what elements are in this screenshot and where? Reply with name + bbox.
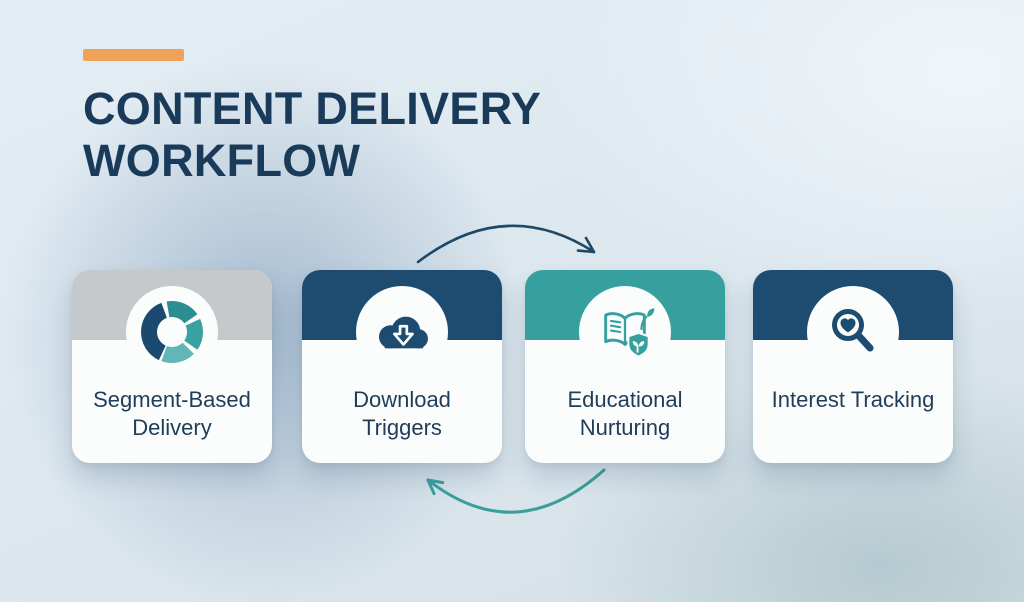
icon-circle: [356, 286, 448, 378]
arrowhead-icon: [576, 236, 596, 254]
magnifier-handle: [855, 332, 874, 352]
icon-circle: [579, 286, 671, 378]
workflow-arrow-bottom: [426, 468, 606, 514]
sprout-shape: [632, 341, 645, 353]
card-download-triggers: Download Triggers: [302, 270, 502, 463]
page-title: CONTENT DELIVERY WORKFLOW: [83, 83, 541, 187]
card-label: Download Triggers: [353, 387, 451, 440]
donut-segment: [166, 301, 198, 324]
card-label: Segment-Based Delivery: [93, 387, 251, 440]
donut-segment: [141, 302, 168, 361]
heart-magnifier-icon: [832, 309, 874, 352]
workflow-arrow-top: [416, 224, 596, 264]
card-label: Educational Nurturing: [567, 387, 683, 440]
card-label: Interest Tracking: [771, 387, 935, 412]
arrowhead-icon: [426, 478, 445, 496]
heart-icon: [840, 318, 856, 333]
card-educational-nurturing: Educational Nurturing: [525, 270, 725, 463]
card-interest-tracking: Interest Tracking: [753, 270, 953, 463]
icon-circle: [807, 286, 899, 378]
card-segment-based-delivery: Segment-Based Delivery: [72, 270, 272, 463]
icon-circle: [126, 286, 218, 378]
download-arrow-icon: [392, 324, 414, 346]
cloud-download-icon: [378, 316, 428, 349]
shield-shape: [627, 332, 650, 358]
donut-chart-icon: [141, 301, 203, 363]
book-sprout-icon: [604, 308, 655, 358]
arrow-curve: [416, 224, 596, 264]
title-accent-bar: [83, 49, 184, 61]
donut-segment: [183, 318, 203, 350]
arrow-curve: [426, 468, 606, 514]
leaf-shape: [647, 308, 655, 318]
donut-segment: [161, 342, 194, 363]
